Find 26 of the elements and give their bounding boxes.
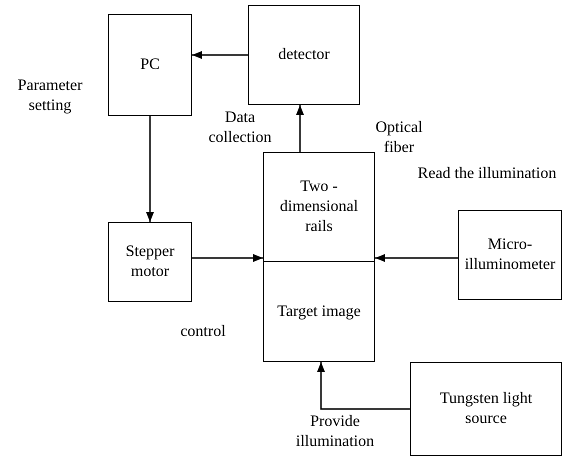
- process-box: [248, 5, 360, 105]
- arrow: [296, 105, 304, 152]
- box-text: Target image: [277, 302, 361, 322]
- box-text: Two - dimensional rails: [278, 177, 360, 237]
- process-box: [458, 210, 562, 300]
- arrow: [192, 51, 248, 59]
- box-text: Stepper motor: [124, 242, 176, 282]
- edge-label: Data collection: [207, 108, 273, 148]
- arrow: [317, 362, 410, 410]
- edge-label: control: [179, 322, 227, 342]
- box-text: Tungsten light source: [438, 389, 534, 429]
- edge-label: Parameter setting: [16, 76, 84, 116]
- process-box: [108, 222, 192, 302]
- process-box: [410, 362, 562, 456]
- edge-label: Optical fiber: [374, 118, 424, 158]
- process-box: [108, 14, 192, 116]
- process-box: [263, 262, 375, 362]
- edge-label: Read the illumination: [416, 164, 558, 184]
- arrow: [375, 254, 458, 262]
- box-text: detector: [278, 45, 330, 65]
- box-text: PC: [140, 55, 160, 75]
- process-box: [263, 152, 375, 262]
- arrow: [146, 116, 154, 222]
- arrow: [192, 254, 263, 262]
- edge-label: Provide illumination: [294, 412, 376, 452]
- box-text: Micro-illuminometer: [464, 235, 556, 275]
